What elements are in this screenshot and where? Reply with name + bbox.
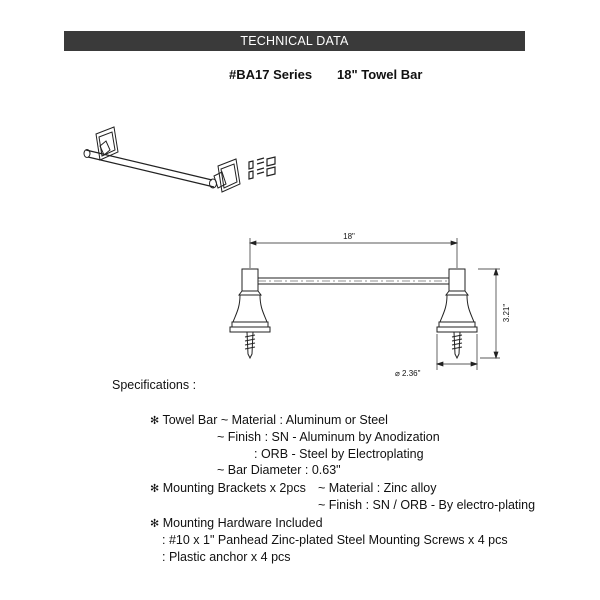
dimension-height-label: 3.21" xyxy=(502,304,511,323)
spec-line: ~ Material : Zinc alloy xyxy=(318,481,437,495)
spec-line: : ORB - Steel by Electroplating xyxy=(254,447,424,461)
spec-line: ~ Finish : SN - Aluminum by Anodization xyxy=(217,430,440,444)
towel-bar-perspective-illustration xyxy=(83,126,241,193)
towel-bar-front-view xyxy=(229,268,478,360)
dimension-height xyxy=(478,267,500,360)
spec-line: : Plastic anchor x 4 pcs xyxy=(162,550,291,564)
series-name: #BA17 Series xyxy=(229,67,313,82)
spec-line: ~ Finish : SN / ORB - By electro-plating xyxy=(318,498,536,512)
spec-bullet-towel-bar: ✻ Towel Bar ~ Material : Aluminum or Ste… xyxy=(150,413,388,428)
spec-bullet-mounting-hardware: ✻ Mounting Hardware Included xyxy=(150,516,323,531)
spec-bullet-mounting-brackets: ✻ Mounting Brackets x 2pcs xyxy=(150,481,306,496)
bullet-icon: ✻ xyxy=(150,517,160,530)
dimension-length-label: 18" xyxy=(343,232,355,241)
dimension-length xyxy=(248,238,459,268)
dimension-diameter-label: ⌀ 2.36" xyxy=(395,369,421,378)
dimension-diameter xyxy=(435,334,479,370)
spec-line: Towel Bar ~ Material : Aluminum or Steel xyxy=(162,413,388,427)
spec-line: Mounting Hardware Included xyxy=(162,516,323,530)
specifications-heading: Specifications : xyxy=(112,378,197,392)
mounting-screws-icon xyxy=(248,156,276,180)
spec-line: : #10 x 1" Panhead Zinc-plated Steel Mou… xyxy=(162,533,508,547)
banner-title: TECHNICAL DATA xyxy=(240,34,349,48)
spec-line: Mounting Brackets x 2pcs xyxy=(162,481,306,495)
spec-line: ~ Bar Diameter : 0.63" xyxy=(217,463,341,477)
product-name: 18" Towel Bar xyxy=(337,67,423,82)
bullet-icon: ✻ xyxy=(150,482,160,495)
bullet-icon: ✻ xyxy=(150,414,160,427)
technical-data-banner: TECHNICAL DATA xyxy=(64,31,525,51)
